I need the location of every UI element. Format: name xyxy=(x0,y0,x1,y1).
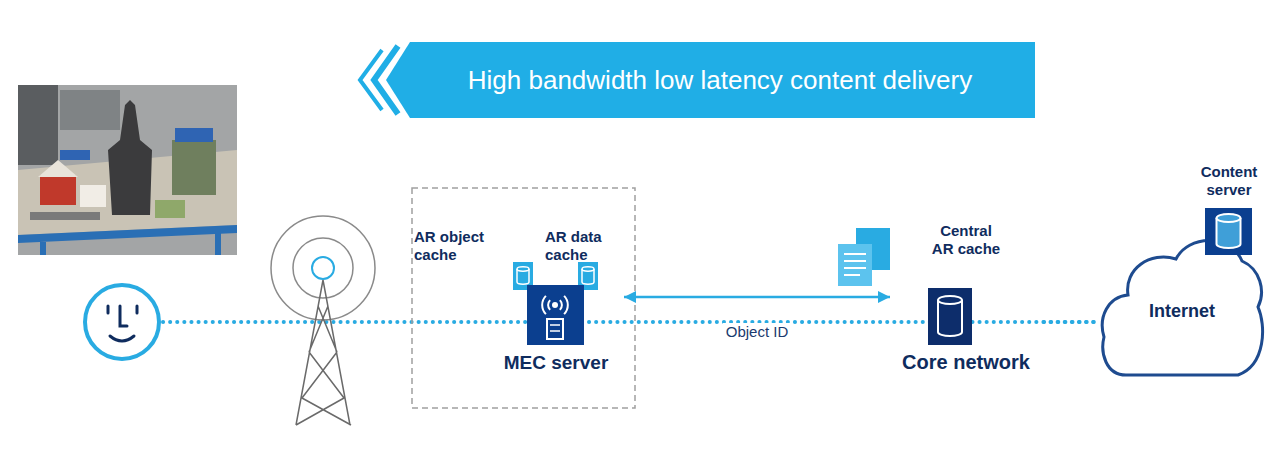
photo-roof xyxy=(38,160,78,177)
face-outline xyxy=(85,285,159,359)
cylinder-body xyxy=(938,300,962,336)
server-square xyxy=(1205,208,1252,255)
tower-lattice xyxy=(296,280,351,425)
photo-park xyxy=(155,200,185,218)
cloud-outline xyxy=(1102,241,1262,376)
node-label: Central AR cache xyxy=(928,222,1004,258)
cache-label: AR data cache xyxy=(545,228,631,270)
ar-photo xyxy=(18,85,237,255)
photo-background xyxy=(18,85,237,255)
document-lines xyxy=(844,254,866,275)
document-page xyxy=(838,244,872,286)
banner-chevron xyxy=(360,50,382,110)
banner-title-box: High bandwidth low latency content deliv… xyxy=(420,42,1020,118)
user-icon xyxy=(85,285,159,359)
photo-shelf xyxy=(60,90,120,130)
cache-label: AR object cache xyxy=(414,228,506,270)
node-label: MEC server xyxy=(490,352,622,375)
mec-server: MEC server xyxy=(490,284,624,384)
content-server: Content server xyxy=(1190,163,1270,258)
central-cache-icon xyxy=(928,288,972,345)
photo-sign xyxy=(175,128,213,142)
photo-shelf xyxy=(18,85,58,165)
mec-server-icon xyxy=(527,285,584,345)
edge-label: Object ID xyxy=(723,323,792,340)
cache-cylinder xyxy=(582,269,594,284)
photo-sign xyxy=(60,150,90,160)
node-label: Internet xyxy=(1122,301,1242,323)
cylinder-top xyxy=(1217,214,1241,222)
cache-cylinder xyxy=(517,269,529,284)
cache-square xyxy=(928,288,972,345)
network-link xyxy=(1044,320,1098,324)
server-unit-lines xyxy=(550,325,560,331)
server-unit xyxy=(547,319,563,339)
photo-road xyxy=(30,212,100,220)
photo-house xyxy=(80,185,106,207)
photo-building xyxy=(172,140,216,195)
photo-table-leg xyxy=(215,232,221,255)
cache-cylinder xyxy=(582,267,594,271)
photo-house xyxy=(40,175,76,205)
antenna-wave xyxy=(542,296,568,314)
tower-wave xyxy=(312,257,334,279)
cache-cylinder xyxy=(517,267,529,271)
photo-tower-building xyxy=(108,100,152,215)
cylinder-top xyxy=(938,296,962,304)
node-label: Content server xyxy=(1190,163,1268,199)
content-server-icon xyxy=(1205,208,1252,255)
radio-tower xyxy=(271,216,375,425)
tower-wave xyxy=(271,216,375,320)
core-network: Central AR cacheCore network xyxy=(890,222,1044,382)
antenna-dot xyxy=(552,302,558,308)
antenna-wave xyxy=(548,300,562,310)
object-id-link xyxy=(624,296,890,299)
photo-table-leg xyxy=(40,242,46,255)
face-nose xyxy=(120,306,127,326)
face-eye xyxy=(107,306,110,313)
photo-table-edge xyxy=(18,225,237,243)
node-label: AR object cache xyxy=(414,228,502,264)
server-square xyxy=(527,285,584,345)
banner xyxy=(360,42,1035,118)
tower-wave xyxy=(293,238,353,298)
documents-icon xyxy=(838,228,890,286)
node-label: AR data cache xyxy=(545,228,625,264)
banner-title: High bandwidth low latency content deliv… xyxy=(468,65,972,96)
face-eye xyxy=(136,306,139,313)
banner-band xyxy=(386,42,1035,118)
node-label: Core network xyxy=(890,350,1042,374)
face-mouth xyxy=(110,336,134,341)
edge-site-boundary xyxy=(412,188,635,408)
